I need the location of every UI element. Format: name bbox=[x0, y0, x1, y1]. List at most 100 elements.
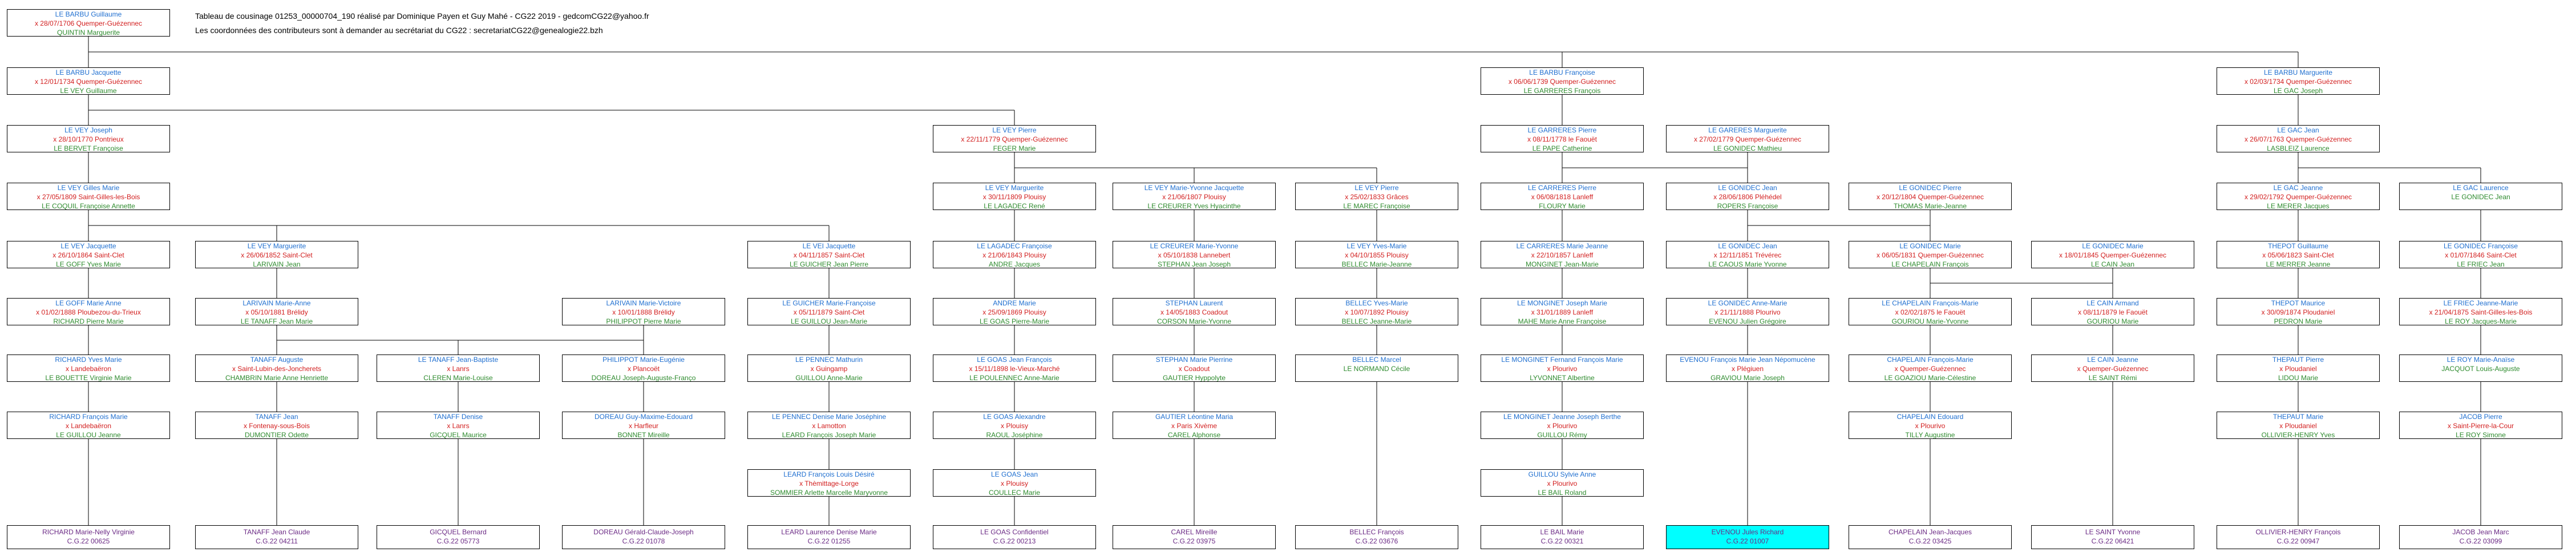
spouse-name: OLLIVIER-HENRY Yves bbox=[2261, 431, 2335, 439]
spouse-name: LE GUILLOU Jean-Marie bbox=[790, 317, 868, 325]
marriage-event: x 22/11/1779 Quemper-Guézennec bbox=[961, 135, 1068, 143]
descendant-name: BELLEC François bbox=[1349, 528, 1404, 536]
spouse-name: LE POULENNEC Anne-Marie bbox=[969, 374, 1059, 382]
spouse-name: LE GAC Joseph bbox=[2273, 87, 2323, 95]
marriage-event: x Quemper-Guézennec bbox=[1894, 365, 1966, 373]
marriage-event: x 26/06/1852 Saint-Clet bbox=[241, 251, 313, 259]
marriage-event: x 21/04/1875 Saint-Gilles-les-Bois bbox=[2429, 308, 2533, 316]
spouse-name: LE MAREC Françoise bbox=[1343, 202, 1410, 210]
marriage-event: x Plouisy bbox=[1000, 422, 1029, 430]
person-name: LE FRIEC Jeanne-Marie bbox=[2443, 299, 2518, 307]
member-code: C.G.22 03099 bbox=[2459, 537, 2502, 545]
spouse-name: GRAVIOU Marie Joseph bbox=[1710, 374, 1785, 382]
marriage-event: x Fontenay-sous-Bois bbox=[243, 422, 310, 430]
member-code: C.G.22 03676 bbox=[1355, 537, 1398, 545]
marriage-event: x 21/11/1888 Plourivo bbox=[1714, 308, 1781, 316]
spouse-name: LE CHAPELAIN François bbox=[1891, 260, 1969, 268]
spouse-name: PHILIPPOT Pierre Marie bbox=[606, 317, 681, 325]
page-header: Tableau de cousinage 01253_00000704_190 … bbox=[195, 9, 649, 38]
descendant-name: GICQUEL Bernard bbox=[430, 528, 487, 536]
member-code: C.G.22 01255 bbox=[807, 537, 851, 545]
marriage-event: x 21/06/1807 Plouisy bbox=[1162, 193, 1226, 201]
person-name: LE VEY Marie-Yvonne Jacquette bbox=[1144, 184, 1244, 192]
member-code: C.G.22 00321 bbox=[1540, 537, 1584, 545]
spouse-name: LE GOAZIOU Marie-Célestine bbox=[1884, 374, 1976, 382]
person-name: LE MONGINET Joseph Marie bbox=[1517, 299, 1607, 307]
person-name: LE GOAS Jean bbox=[990, 470, 1038, 478]
marriage-event: x 22/10/1857 Lanleff bbox=[1531, 251, 1594, 259]
marriage-event: x Saint-Lubin-des-Joncherets bbox=[232, 365, 322, 373]
person-name: TANAFF Denise bbox=[433, 413, 483, 421]
person-name: LE GOAS Alexandre bbox=[983, 413, 1046, 421]
marriage-event: x 12/01/1734 Quemper-Guézennec bbox=[34, 78, 143, 86]
person-name: LE VEY Marguerite bbox=[985, 184, 1044, 192]
person-name: PHILIPPOT Marie-Eugénie bbox=[602, 356, 685, 364]
person-name: LE GUICHER Marie-Françoise bbox=[782, 299, 876, 307]
descendant-name: DOREAU Gérald-Claude-Joseph bbox=[593, 528, 694, 536]
marriage-event: x Ploudaniel bbox=[2279, 422, 2317, 430]
spouse-name: DUMONTIER Odette bbox=[244, 431, 309, 439]
person-name: LE TANAFF Jean-Baptiste bbox=[418, 356, 499, 364]
person-name: LE GONIDEC Pierre bbox=[1899, 184, 1962, 192]
marriage-event: x 21/06/1843 Plouisy bbox=[982, 251, 1046, 259]
spouse-name: LE PAPE Catherine bbox=[1532, 144, 1592, 152]
marriage-event: x 26/10/1864 Saint-Clet bbox=[52, 251, 124, 259]
spouse-name: LE SAINT Rémi bbox=[2088, 374, 2137, 382]
marriage-event: x Ploudaniel bbox=[2279, 365, 2317, 373]
person-name: LE BARBU Guillaume bbox=[55, 10, 122, 18]
spouse-name: LE ROY Simone bbox=[2456, 431, 2506, 439]
person-name: LE VEY Yves-Marie bbox=[1346, 242, 1407, 250]
marriage-event: x Plourivo bbox=[1547, 480, 1578, 488]
descendant-name: LE GOAS Confidentiel bbox=[980, 528, 1049, 536]
marriage-event: x Plourivo bbox=[1547, 365, 1578, 373]
person-name: STEPHAN Laurent bbox=[1165, 299, 1223, 307]
spouse-name: GUILLOU Rémy bbox=[1537, 431, 1587, 439]
marriage-event: x 05/10/1881 Brélidy bbox=[245, 308, 308, 316]
member-code: C.G.22 00625 bbox=[67, 537, 110, 545]
spouse-name: SOMMIER Arlette Marcelle Maryvonne bbox=[770, 489, 888, 497]
spouse-name: GAUTIER Hyppolyte bbox=[1162, 374, 1226, 382]
person-name: LE GOAS Jean François bbox=[977, 356, 1052, 364]
header-line-2: Les coordonnées des contributeurs sont à… bbox=[195, 26, 603, 35]
marriage-event: x 04/10/1855 Plouisy bbox=[1345, 251, 1409, 259]
descendant-name: LEARD Laurence Denise Marie bbox=[781, 528, 877, 536]
spouse-name: LE BOUETTE Virginie Marie bbox=[45, 374, 132, 382]
marriage-event: x 05/10/1838 Lannebert bbox=[1158, 251, 1231, 259]
marriage-event: x 25/02/1833 Grâces bbox=[1345, 193, 1409, 201]
member-code: C.G.22 00213 bbox=[993, 537, 1036, 545]
marriage-event: x Paris Xivème bbox=[1171, 422, 1218, 430]
marriage-event: x 27/02/1779 Quemper-Guézennec bbox=[1693, 135, 1802, 143]
member-code: C.G.22 06421 bbox=[2091, 537, 2134, 545]
marriage-event: x 10/01/1888 Brélidy bbox=[612, 308, 675, 316]
person-name: GAUTIER Léontine Maria bbox=[1155, 413, 1234, 421]
person-name: TANAFF Jean bbox=[255, 413, 298, 421]
marriage-event: x Landebaëron bbox=[65, 422, 112, 430]
person-name: LE GONIDEC Marie bbox=[1899, 242, 1961, 250]
spouse-name: QUINTIN Marguerite bbox=[56, 29, 120, 37]
marriage-event: x Plourivo bbox=[1915, 422, 1946, 430]
spouse-name: MAHE Marie Anne Françoise bbox=[1518, 317, 1607, 325]
marriage-event: x 08/11/1879 le Faouët bbox=[2078, 308, 2148, 316]
